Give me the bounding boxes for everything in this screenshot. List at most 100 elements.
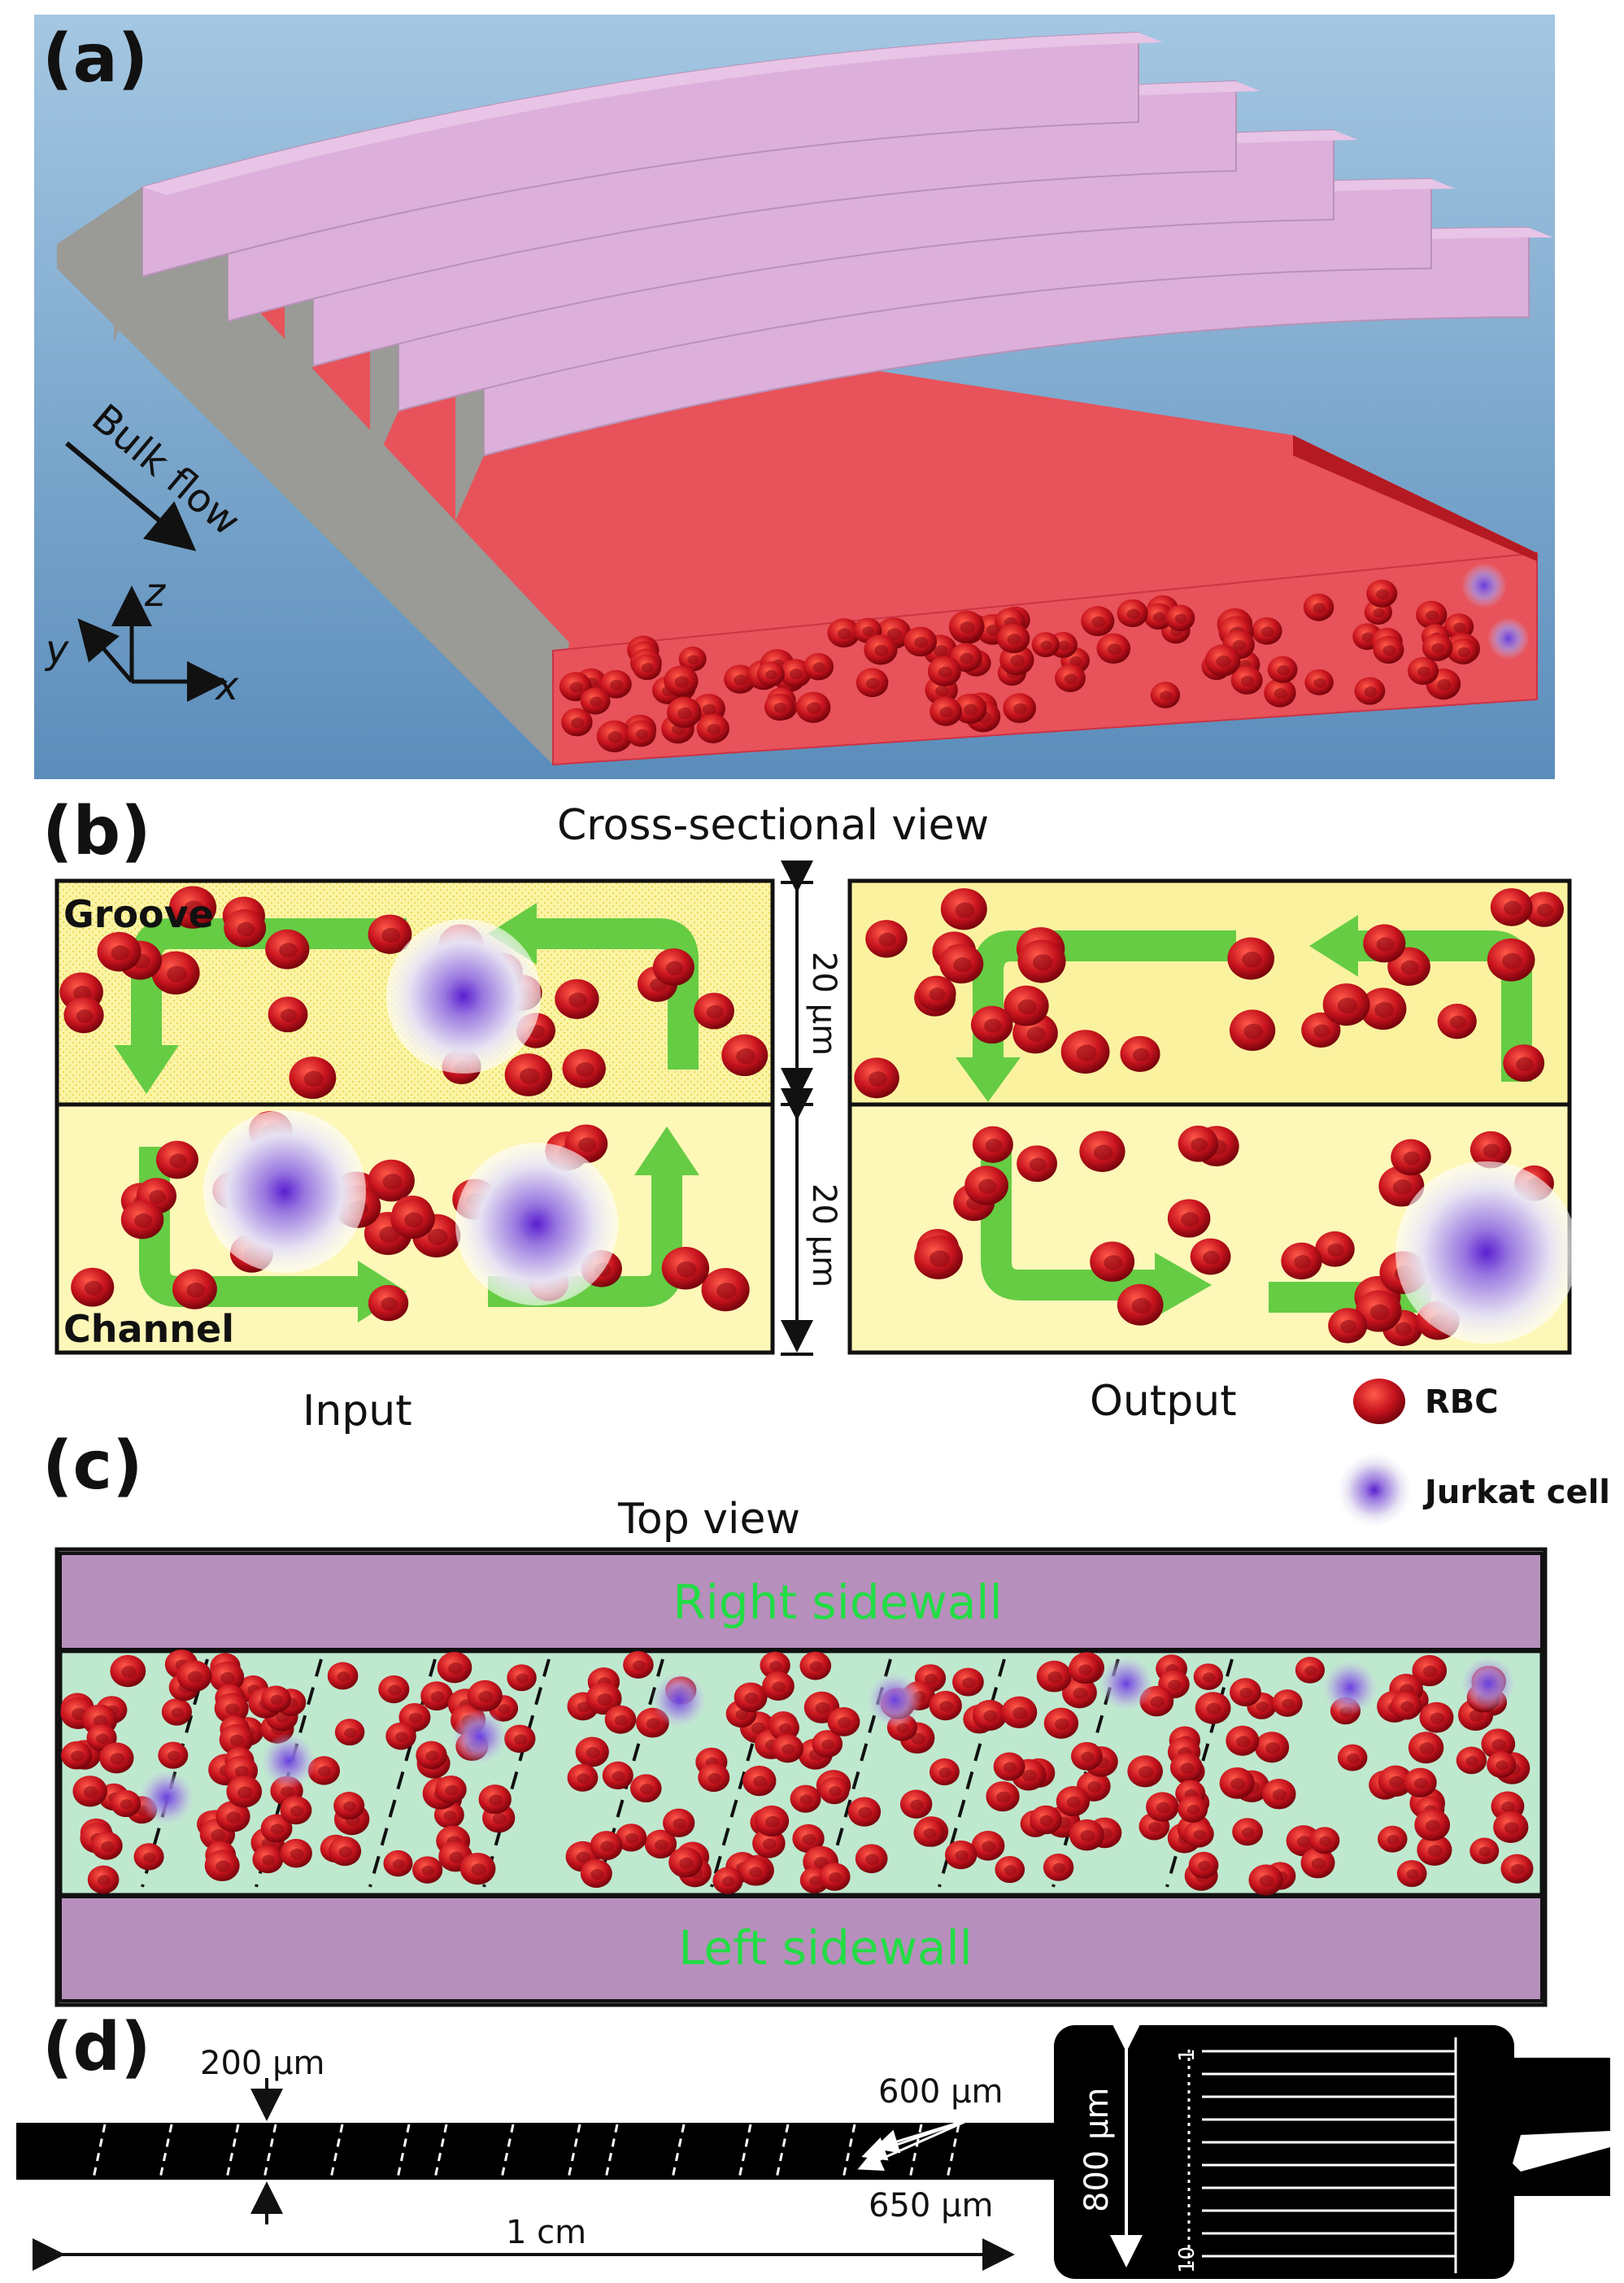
- rbc: [1487, 938, 1535, 982]
- legend-jurkat-label: Jurkat cell: [1422, 1474, 1610, 1511]
- rbc: [1001, 1696, 1038, 1729]
- rbc: [1416, 600, 1448, 630]
- rbc: [1524, 891, 1564, 927]
- rbc: [698, 1762, 730, 1793]
- rbc: [769, 1714, 799, 1741]
- axes-indicator: x y z: [44, 570, 239, 709]
- rbc: [1396, 1860, 1427, 1888]
- height-dimension: [781, 860, 813, 1356]
- rbc: [1030, 1805, 1062, 1835]
- rbc: [204, 1849, 240, 1882]
- rbc: [268, 996, 308, 1033]
- rbc: [385, 1722, 416, 1750]
- rbc: [738, 1857, 771, 1886]
- rbc: [899, 1789, 933, 1819]
- rbc: [555, 978, 599, 1019]
- rbc: [265, 929, 310, 969]
- legend-jurkat-icon: [1337, 1453, 1412, 1527]
- rbc: [567, 1763, 599, 1792]
- rbc: [586, 1682, 622, 1715]
- rbc: [939, 943, 984, 984]
- rbc: [764, 693, 795, 721]
- rbc: [1304, 669, 1334, 695]
- rbc: [854, 1057, 899, 1099]
- panel-a: (a) Bulk flow x y z: [34, 15, 1555, 779]
- rbc: [155, 1140, 198, 1179]
- rbc: [632, 654, 662, 681]
- rbc: [1322, 983, 1370, 1026]
- rbc: [930, 696, 962, 726]
- rbc: [110, 1654, 146, 1688]
- rbc: [792, 1823, 825, 1854]
- jurkat-cell-output-channel: [1395, 1161, 1578, 1344]
- jurkat-cell: [1461, 1656, 1516, 1711]
- rbc: [575, 1736, 609, 1767]
- rbc: [1017, 1145, 1057, 1183]
- rbc: [172, 1269, 217, 1309]
- rbc: [1165, 604, 1195, 632]
- rbc: [1366, 579, 1398, 608]
- rbc: [1188, 1851, 1219, 1879]
- rbc: [289, 1057, 337, 1100]
- groove-ridge: [114, 31, 1163, 342]
- rbc: [1456, 1746, 1487, 1775]
- panel-c-label: (c): [42, 1427, 143, 1505]
- rbc: [1490, 888, 1533, 926]
- rbc: [1226, 1725, 1260, 1756]
- rbc: [1281, 1242, 1322, 1280]
- cross-section-title: Cross-sectional view: [557, 801, 989, 850]
- left-sidewall-3d: [57, 187, 569, 765]
- groove-label: Groove: [63, 892, 214, 936]
- channel-label: Channel: [63, 1307, 234, 1351]
- rbc: [561, 708, 593, 737]
- rbc: [1068, 1654, 1101, 1684]
- dim-200-label: 200 μm: [200, 2045, 324, 2082]
- rbc: [1096, 633, 1131, 664]
- jurkat-cell-input-channel-2: [455, 1143, 618, 1305]
- rbc: [91, 1832, 123, 1860]
- rbc: [280, 1796, 312, 1825]
- rbc: [694, 992, 734, 1030]
- rbc: [133, 1843, 164, 1871]
- rbc: [913, 1819, 945, 1847]
- rbc: [1230, 1678, 1261, 1707]
- rbc: [795, 691, 831, 723]
- rbc: [99, 1742, 134, 1774]
- rbc: [216, 1801, 250, 1832]
- rbc: [214, 1693, 249, 1724]
- rbc: [1190, 1238, 1231, 1275]
- rbc: [1443, 613, 1474, 640]
- rbc: [927, 656, 961, 686]
- rbc: [1167, 1199, 1211, 1238]
- rbc: [1391, 1692, 1422, 1720]
- left-sidewall: [59, 1895, 1543, 2002]
- rbc: [819, 1863, 851, 1891]
- rbc: [948, 610, 985, 643]
- rbc: [914, 1235, 963, 1279]
- rbc: [260, 1814, 293, 1843]
- rbc: [1120, 1035, 1160, 1072]
- rbc: [1295, 1657, 1326, 1684]
- rbc: [1300, 1847, 1335, 1879]
- rbc: [1004, 985, 1049, 1026]
- channel-end-darker: [1293, 435, 1537, 561]
- jurkat-cell-input-channel-1: [203, 1110, 366, 1273]
- rbc: [169, 886, 217, 929]
- rbc: [661, 1246, 710, 1290]
- rbc: [412, 1856, 443, 1884]
- jurkat-cell-input-groove: [386, 919, 541, 1074]
- rbc: [754, 1805, 790, 1837]
- rbc: [1055, 664, 1086, 692]
- rbc: [1232, 1818, 1264, 1846]
- rbc: [972, 1700, 1008, 1731]
- rbc: [629, 1774, 662, 1803]
- rbc: [855, 1844, 888, 1874]
- rbc: [1143, 603, 1173, 630]
- rbc: [970, 1005, 1013, 1044]
- rbc: [604, 1705, 637, 1734]
- rbc: [1254, 1732, 1290, 1763]
- rbc: [390, 1198, 435, 1240]
- left-sidewall-label: Left sidewall: [678, 1920, 973, 1976]
- rbc: [1354, 677, 1386, 705]
